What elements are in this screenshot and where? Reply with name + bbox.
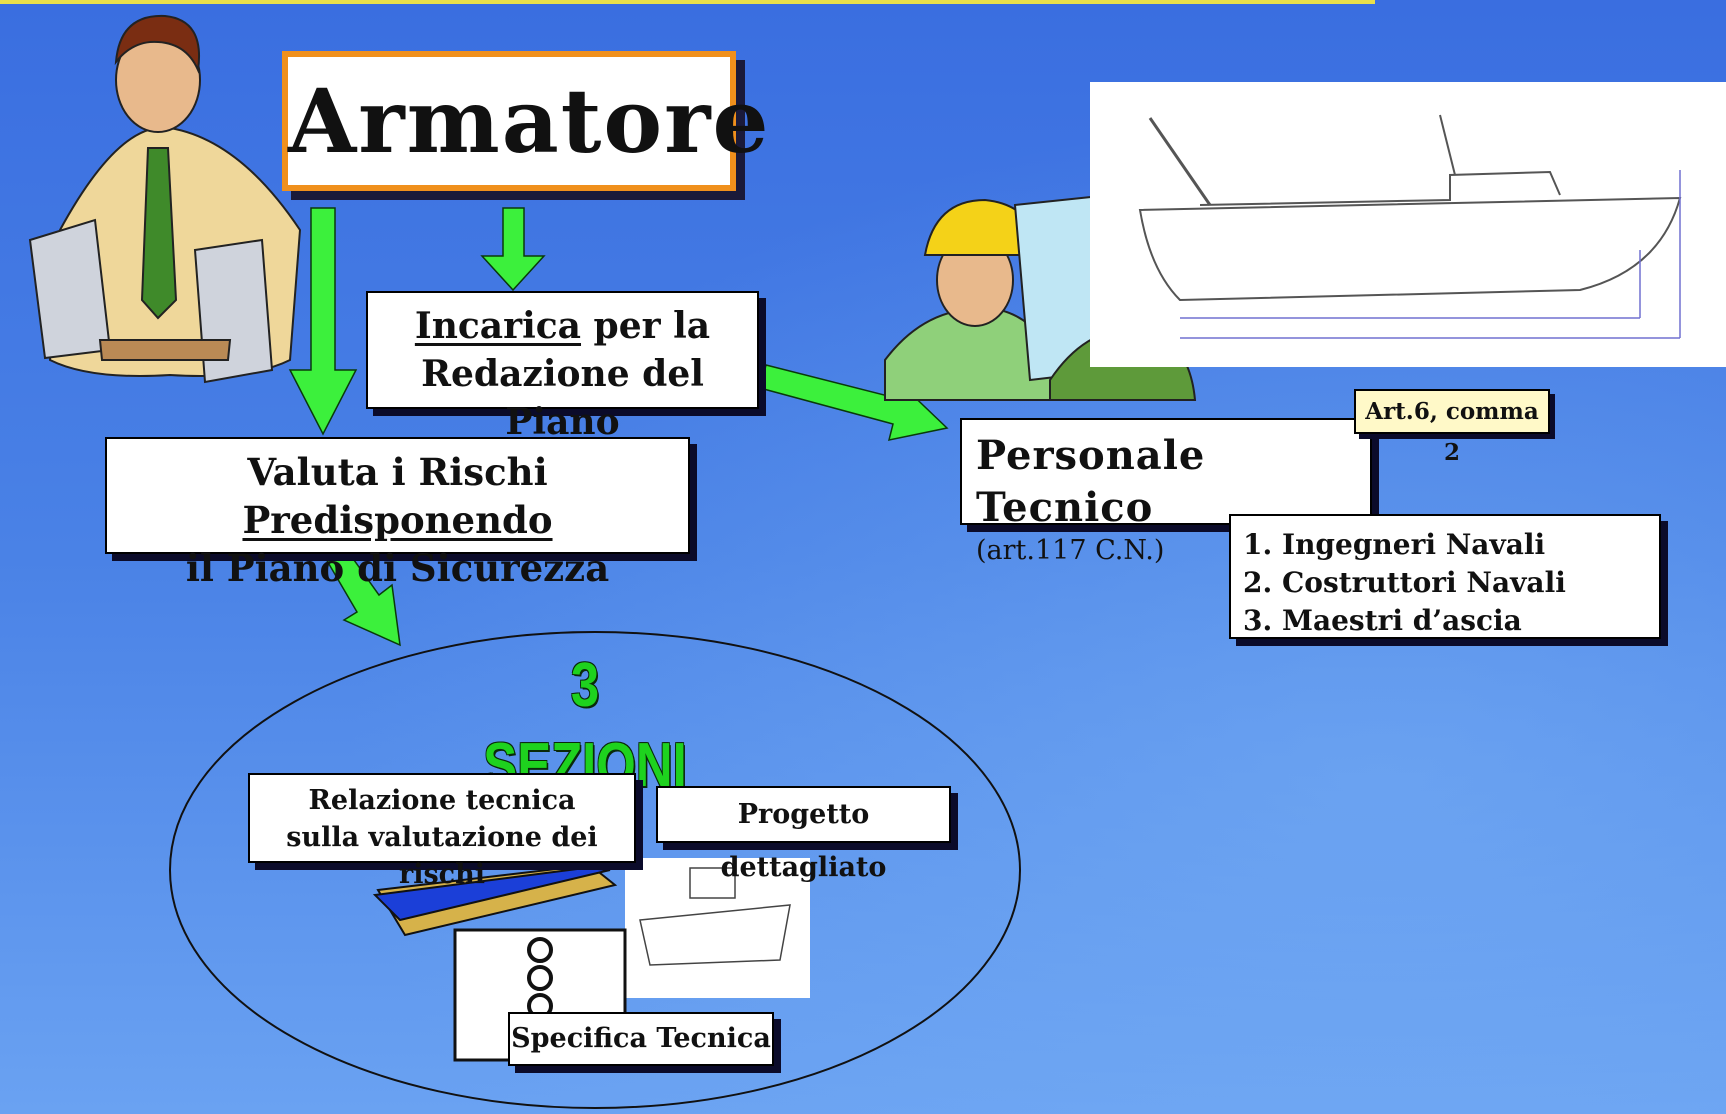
arrow-armatore-incarica — [480, 207, 546, 292]
article-text: Art.6, comma 2 — [1365, 398, 1539, 466]
top-accent-bar — [0, 0, 1375, 4]
specifica-box: Specifica Tecnica — [508, 1012, 774, 1066]
tecnici-item-1: 1. Ingegneri Navali — [1243, 528, 1546, 561]
incarica-rest: per la — [581, 305, 711, 347]
armatore-box: Armatore — [282, 51, 771, 191]
valuta-prefix: Valuta i Rischi — [247, 450, 548, 494]
article-badge: Art.6, comma 2 — [1354, 389, 1550, 466]
progetto-box: Progetto dettagliato — [656, 786, 951, 883]
valuta-emph: Predisponendo — [242, 498, 553, 542]
tecnici-list-box: 1. Ingegneri Navali 2. Costruttori Naval… — [1229, 514, 1661, 639]
relazione-line1: Relazione tecnica — [308, 785, 576, 816]
incarica-line1: Incarica per la — [368, 302, 757, 350]
binder-icon — [372, 858, 810, 1062]
incarica-box: Incarica per la Redazione del Piano — [366, 291, 759, 443]
businessman-icon — [28, 14, 302, 384]
relazione-line2: sulla valutazione dei rischi — [286, 822, 598, 890]
incarica-line2: Redazione del Piano — [421, 353, 704, 443]
valuta-line1: Valuta i Rischi Predisponendo — [107, 448, 688, 544]
valuta-box: Valuta i Rischi Predisponendo il Piano d… — [105, 437, 690, 590]
valuta-line2: il Piano di Sicurezza — [185, 546, 610, 590]
armatore-title: Armatore — [288, 69, 771, 173]
relazione-box: Relazione tecnica sulla valutazione dei … — [248, 773, 636, 890]
personale-title: Personale Tecnico — [976, 432, 1206, 531]
sezioni-heading: 3 SEZIONI — [483, 651, 687, 800]
personale-subtitle: (art.117 C.N.) — [976, 535, 1165, 566]
progetto-label: Progetto dettagliato — [720, 799, 887, 883]
personale-tecnico-box: Personale Tecnico (art.117 C.N.) — [960, 418, 1372, 566]
ship-drawing-icon — [1090, 82, 1726, 367]
tecnici-item-3: 3. Maestri d’ascia — [1243, 604, 1522, 637]
arrow-armatore-valuta — [288, 207, 358, 436]
specifica-label: Specifica Tecnica — [511, 1023, 771, 1054]
arrow-valuta-sezioni — [325, 544, 401, 647]
incarica-word: Incarica — [414, 305, 582, 347]
tecnici-item-2: 2. Costruttori Navali — [1243, 566, 1566, 599]
sezioni-ellipse — [169, 631, 1021, 1109]
